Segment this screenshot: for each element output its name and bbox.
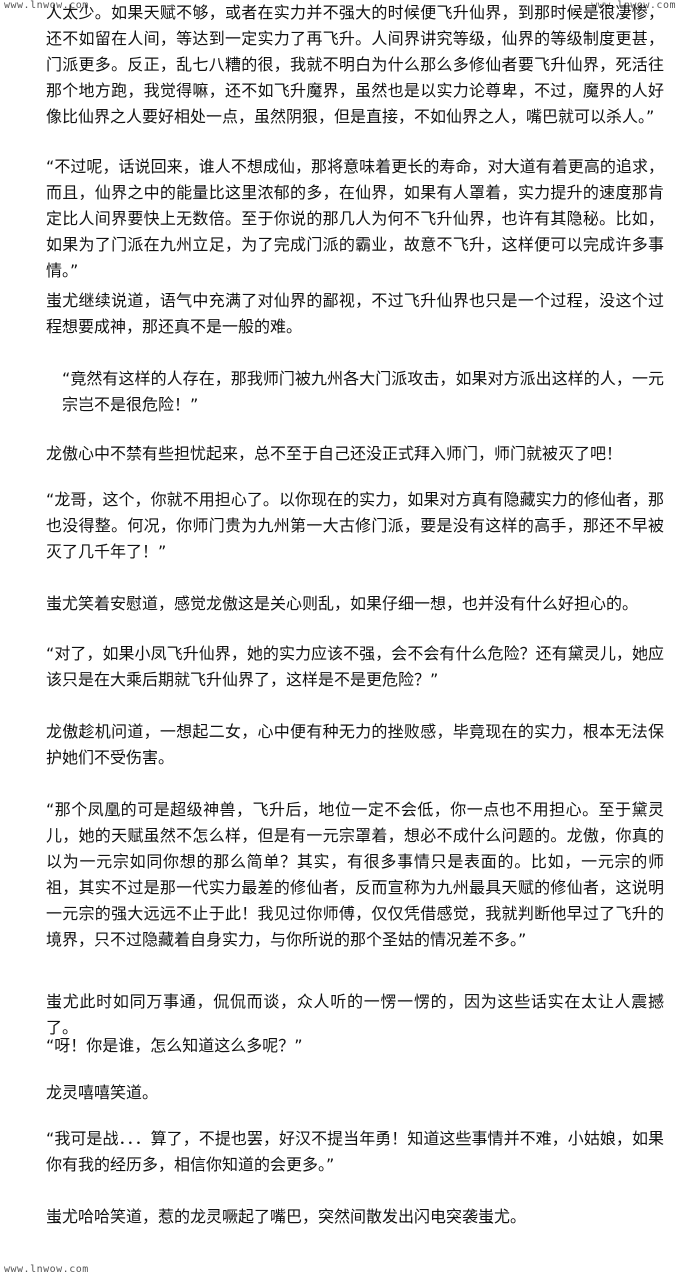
paragraph-1: 人太少。如果天赋不够，或者在实力并不强大的时候便飞升仙界，到那时候是很凄惨，还不… — [46, 3, 664, 126]
paragraph-11: 蚩尤此时如同万事通，侃侃而谈，众人听的一愣一愣的，因为这些话实在太让人震撼了。 — [46, 992, 664, 1037]
paragraph-5: 龙傲心中不禁有些担忧起来，总不至于自己还没正式拜入师门，师门就被灭了吧！ — [46, 444, 623, 463]
paragraph-9: 龙傲趁机问道，一想起二女，心中便有种无力的挫败感，毕竟现在的实力，根本无法保护她… — [46, 722, 664, 767]
paragraph-2: “不过呢，话说回来，谁人不想成仙，那将意味着更长的寿命，对大道有着更高的追求，而… — [46, 157, 664, 280]
watermark-top-left: www.lnwow.com — [4, 0, 89, 11]
paragraph-13: 龙灵嘻嘻笑道。 — [46, 1083, 159, 1102]
paragraph-3: 蚩尤继续说道，语气中充满了对仙界的鄙视，不过飞升仙界也只是一个过程，没这个过程想… — [46, 291, 664, 336]
paragraph-10: “那个凤凰的可是超级神兽，飞升后，地位一定不会低，你一点也不用担心。至于黛灵儿，… — [46, 800, 664, 949]
paragraph-4: “竟然有这样的人存在，那我师门被九州各大门派攻击，如果对方派出这样的人，一元宗岂… — [62, 369, 664, 414]
paragraph-7: 蚩尤笑着安慰道，感觉龙傲这是关心则乱，如果仔细一想，也并没有什么好担心的。 — [46, 594, 639, 613]
paragraph-12: “呀！你是谁，怎么知道这么多呢？” — [46, 1036, 303, 1055]
paragraph-8: “对了，如果小凤飞升仙界，她的实力应该不强，会不会有什么危险？还有黛灵儿，她应该… — [46, 644, 664, 689]
paragraph-15: 蚩尤哈哈笑道，惹的龙灵噘起了嘴巴，突然间散发出闪电突袭蚩尤。 — [46, 1207, 527, 1226]
watermark-top-right: www.lnwow.com — [591, 0, 676, 11]
watermark-bottom-left: www.lnwow.com — [4, 1264, 89, 1275]
paragraph-6: “龙哥，这个，你就不用担心了。以你现在的实力，如果对方真有隐藏实力的修仙者，那也… — [46, 490, 664, 561]
paragraph-14: “我可是战．．．算了，不提也罢，好汉不提当年勇！知道这些事情并不难，小姑娘，如果… — [46, 1129, 664, 1174]
